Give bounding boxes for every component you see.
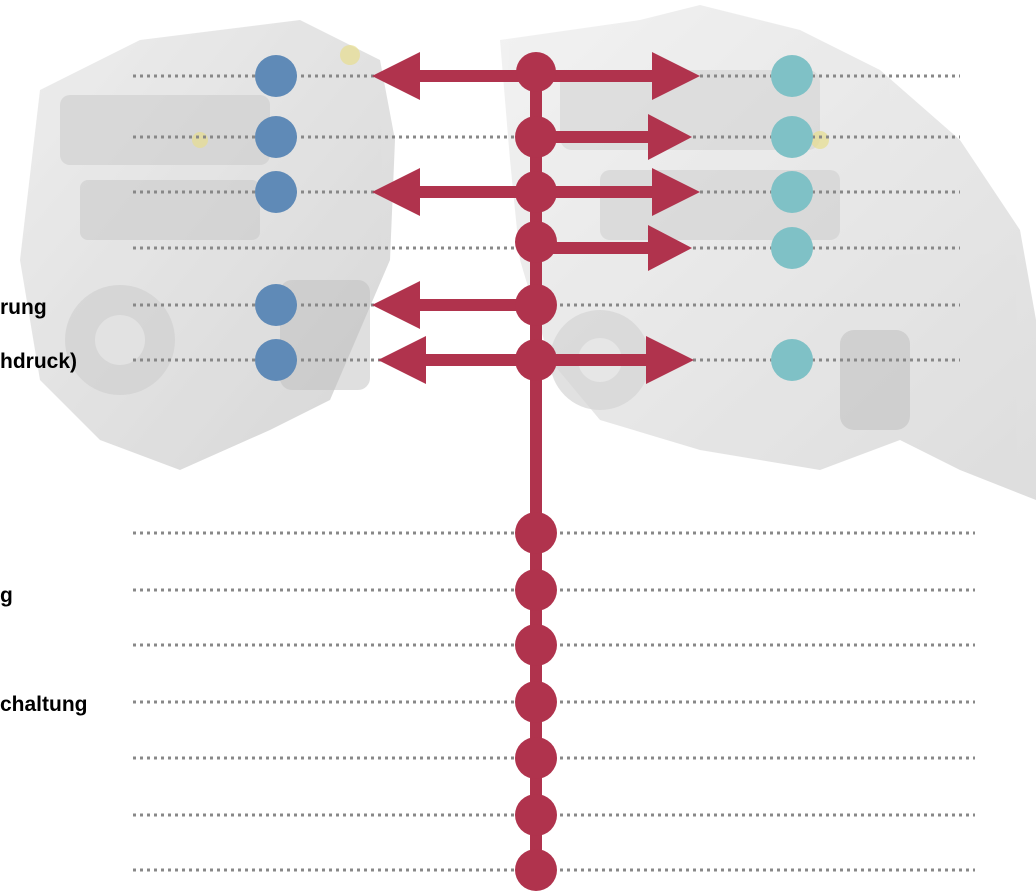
right-dot-3 (771, 171, 813, 213)
axis-node-8 (515, 569, 557, 611)
axis-node-4 (515, 221, 557, 263)
axis-node-6 (515, 339, 557, 381)
right-dots (771, 55, 813, 381)
left-dot-3 (255, 171, 297, 213)
axis-node-5 (515, 284, 557, 326)
engine-left-image (20, 20, 395, 470)
axis-nodes (515, 52, 557, 891)
arrow-row-5 (372, 281, 540, 329)
center-axis (530, 70, 542, 872)
arrow-row-4 (536, 225, 692, 271)
right-dot-4 (771, 227, 813, 269)
left-dots (255, 55, 297, 381)
axis-node-12 (515, 794, 557, 836)
axis-node-2 (515, 116, 557, 158)
right-dot-1 (771, 55, 813, 97)
axis-node-10 (515, 681, 557, 723)
left-dot-2 (255, 116, 297, 158)
left-dot-6 (255, 339, 297, 381)
right-dot-2 (771, 116, 813, 158)
label-row-5: rung (0, 296, 47, 319)
label-row-6: hdruck) (0, 350, 78, 373)
label-row-10: chaltung (0, 693, 88, 716)
right-dot-6 (771, 339, 813, 381)
axis-node-3 (515, 171, 557, 213)
engine-right-image (500, 5, 1036, 500)
axis-node-9 (515, 624, 557, 666)
axis-node-7 (515, 512, 557, 554)
axis-node-11 (515, 737, 557, 779)
arrow-row-2 (536, 114, 692, 160)
left-dot-1 (255, 55, 297, 97)
left-dot-5 (255, 284, 297, 326)
label-row-8: g (0, 584, 13, 607)
axis-node-13 (515, 849, 557, 891)
axis-node-1 (516, 52, 556, 92)
